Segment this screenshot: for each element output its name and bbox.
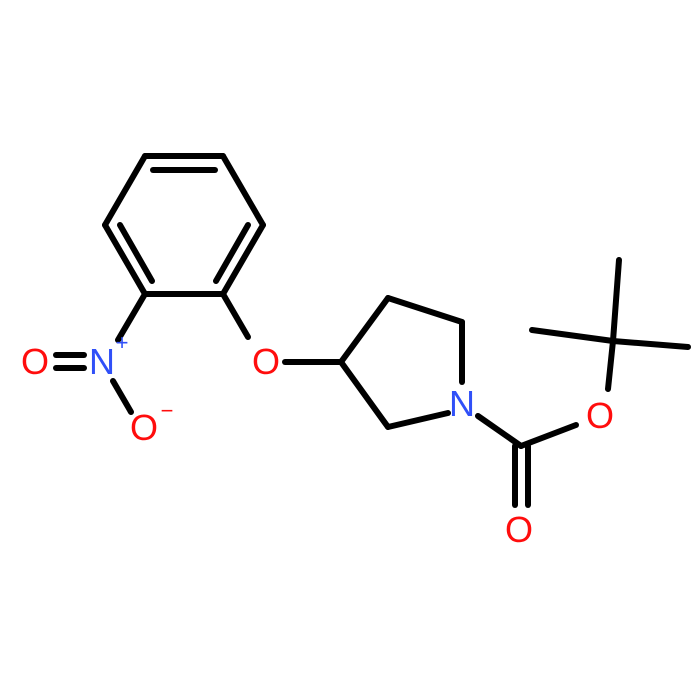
bond-pyrrolidine-c3-c4 (338, 295, 391, 365)
bond-ring-inner-right (213, 222, 251, 284)
atom-labels: O N + O − O N O O (21, 330, 614, 550)
ester-oxygen-label: O (586, 395, 614, 436)
bond-ring-bottom-left (102, 222, 148, 297)
bond-ring-to-ether-o (220, 291, 251, 340)
ring-nitrogen-label: N (449, 383, 475, 424)
bond-ring-top-right (220, 153, 266, 228)
bond-ring-bottom-right (220, 222, 266, 297)
bond-ester-o-to-tbutyl-c (605, 338, 616, 392)
nitro-nitrogen-label: N (89, 341, 115, 382)
bond-pyrrolidine-n-c2 (385, 410, 451, 430)
bond-nitro-single-o (110, 378, 134, 415)
bond-tbutyl-methyl-right (610, 338, 691, 350)
bond-tbutyl-methyl-up (610, 257, 622, 344)
bond-tbutyl-methyl-left (529, 327, 616, 344)
bond-ring-to-nitro (115, 291, 148, 343)
carbonyl-oxygen-label: O (505, 509, 533, 550)
bond-ring-top-left (102, 153, 148, 228)
bond-carbonyl-c-to-ester-o (518, 422, 579, 449)
nitro-oxygen-left-label: O (21, 341, 49, 382)
bond-n-to-carbonyl-c (475, 413, 524, 449)
nitro-oxygen-charge: − (161, 398, 174, 423)
bond-ring-inner-left (117, 222, 155, 284)
nitro-oxygen-bottom-label: O (130, 407, 158, 448)
bond-pyrrolidine-c2-c3 (338, 359, 391, 430)
nitro-nitrogen-charge: + (116, 330, 129, 355)
bonds (53, 153, 691, 508)
ether-oxygen-label: O (252, 341, 280, 382)
bond-pyrrolidine-c4-c5 (385, 295, 465, 325)
